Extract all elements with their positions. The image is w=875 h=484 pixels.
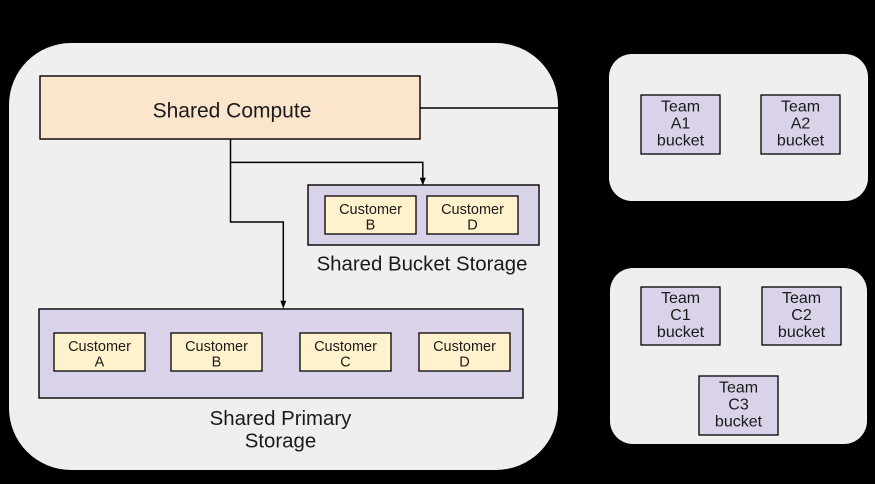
svg-text:Shared Bucket Storage: Shared Bucket Storage: [317, 254, 528, 276]
svg-text:bucket: bucket: [778, 324, 826, 341]
svg-text:Customer: Customer: [68, 339, 131, 355]
svg-text:bucket: bucket: [657, 132, 705, 149]
svg-text:Customer: Customer: [314, 339, 377, 355]
svg-text:Team: Team: [661, 98, 700, 115]
svg-text:D: D: [459, 355, 469, 371]
svg-text:C: C: [340, 355, 350, 371]
svg-text:Storage: Storage: [245, 430, 316, 452]
svg-text:B: B: [212, 355, 222, 371]
svg-text:Team: Team: [661, 290, 700, 307]
svg-text:Team: Team: [781, 98, 820, 115]
svg-text:Customer: Customer: [185, 339, 248, 355]
svg-text:Team: Team: [782, 290, 821, 307]
svg-text:Customer: Customer: [433, 339, 496, 355]
svg-text:Customer: Customer: [441, 202, 504, 218]
svg-text:Customer: Customer: [339, 202, 402, 218]
svg-text:C1: C1: [670, 307, 691, 324]
svg-text:Shared Primary: Shared Primary: [210, 408, 352, 430]
svg-text:A1: A1: [671, 115, 691, 132]
svg-text:A: A: [95, 355, 105, 371]
svg-text:B: B: [366, 218, 376, 234]
svg-text:Shared Compute: Shared Compute: [153, 99, 312, 122]
svg-text:C3: C3: [728, 396, 749, 413]
svg-text:A2: A2: [791, 115, 811, 132]
svg-text:bucket: bucket: [777, 132, 825, 149]
svg-text:bucket: bucket: [657, 324, 705, 341]
svg-text:Team: Team: [719, 379, 758, 396]
svg-text:bucket: bucket: [715, 413, 763, 430]
svg-text:C2: C2: [791, 307, 812, 324]
svg-text:D: D: [467, 218, 477, 234]
